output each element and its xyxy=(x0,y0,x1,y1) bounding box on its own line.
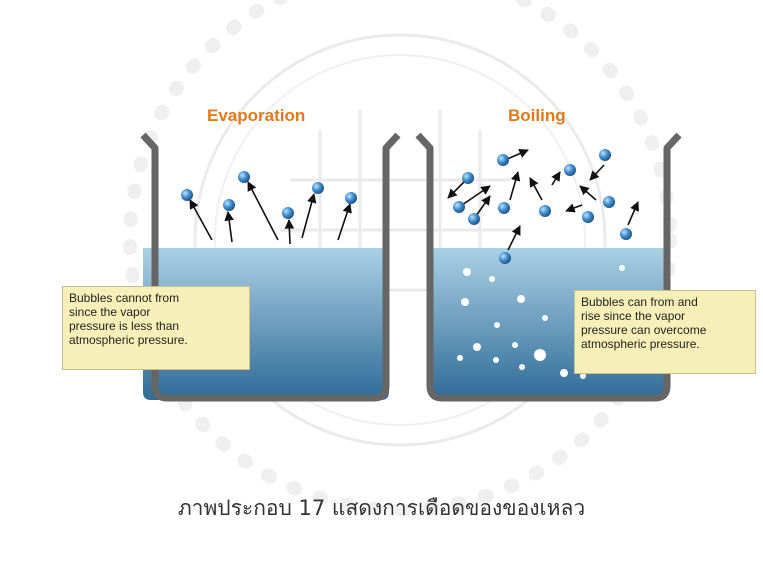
boiling-molecules xyxy=(453,149,632,264)
evaporation-title: Evaporation xyxy=(207,106,306,125)
evaporation-arrows xyxy=(189,181,352,245)
evaporation-callout: Bubbles cannot from since the vapor pres… xyxy=(62,286,250,370)
figure-caption: ภาพประกอบ 17 แสดงการเดือดของของเหลว xyxy=(177,496,586,520)
evaporation-molecules xyxy=(181,171,357,219)
boiling-title: Boiling xyxy=(508,106,566,125)
boiling-callout: Bubbles can from and rise since the vapo… xyxy=(574,290,756,374)
right-beaker-wall xyxy=(415,132,682,402)
boiling-bubbles xyxy=(457,265,625,379)
left-beaker-wall xyxy=(140,132,401,402)
